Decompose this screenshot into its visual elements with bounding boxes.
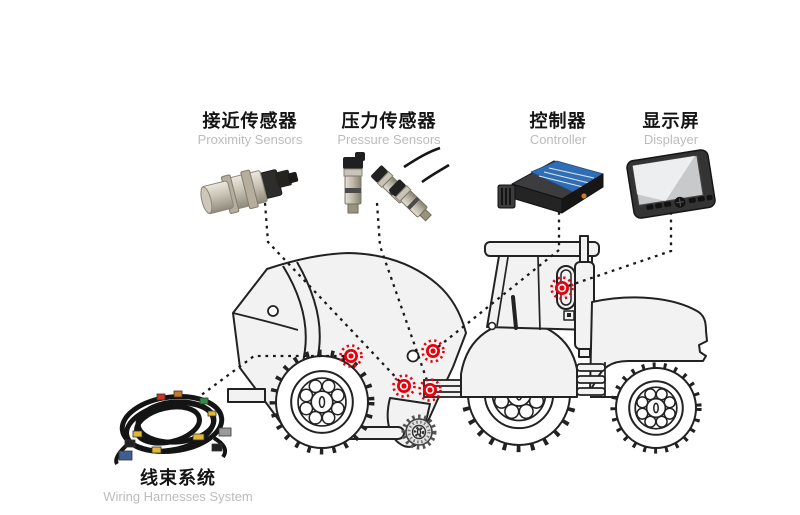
sensor-location-marker (392, 374, 416, 398)
tractor-illustration (460, 235, 708, 398)
connector-line-displayer (561, 212, 673, 290)
cab-handle (487, 321, 497, 331)
connector-line-controller (432, 212, 561, 352)
cab-roof (484, 241, 600, 257)
proximity-sensor-image (200, 169, 299, 215)
cab-door-line (537, 256, 541, 331)
tractor-fender (460, 321, 578, 398)
pressure-sensor-image (343, 146, 450, 222)
exhaust-tip (578, 348, 591, 358)
baler-drawbar (227, 388, 266, 403)
pickup-gear-illustration (401, 414, 437, 450)
monitor-mount-dot (567, 313, 571, 317)
exhaust-pole (579, 235, 589, 265)
controller-image (497, 160, 604, 214)
connector-line-proximity-sensors (263, 202, 405, 387)
displayer-image (626, 149, 716, 219)
tractor-hood (589, 296, 708, 392)
sensor-location-marker (418, 378, 442, 402)
baler-hole (267, 305, 279, 317)
wiring-harness-image (114, 390, 232, 466)
cab-windshield-line (496, 256, 509, 327)
cab-antenna (511, 295, 518, 330)
tractor-front-wheel (610, 362, 702, 454)
sensor-location-marker (550, 276, 574, 300)
baler-wheel (269, 349, 375, 455)
baler-hole-2 (406, 349, 420, 363)
baler-panel-line (232, 312, 299, 331)
connector-line-wiring-harness (195, 354, 351, 400)
sensor-location-marker (339, 344, 363, 368)
sensor-location-marker (421, 339, 445, 363)
tractor-steps (576, 362, 606, 397)
